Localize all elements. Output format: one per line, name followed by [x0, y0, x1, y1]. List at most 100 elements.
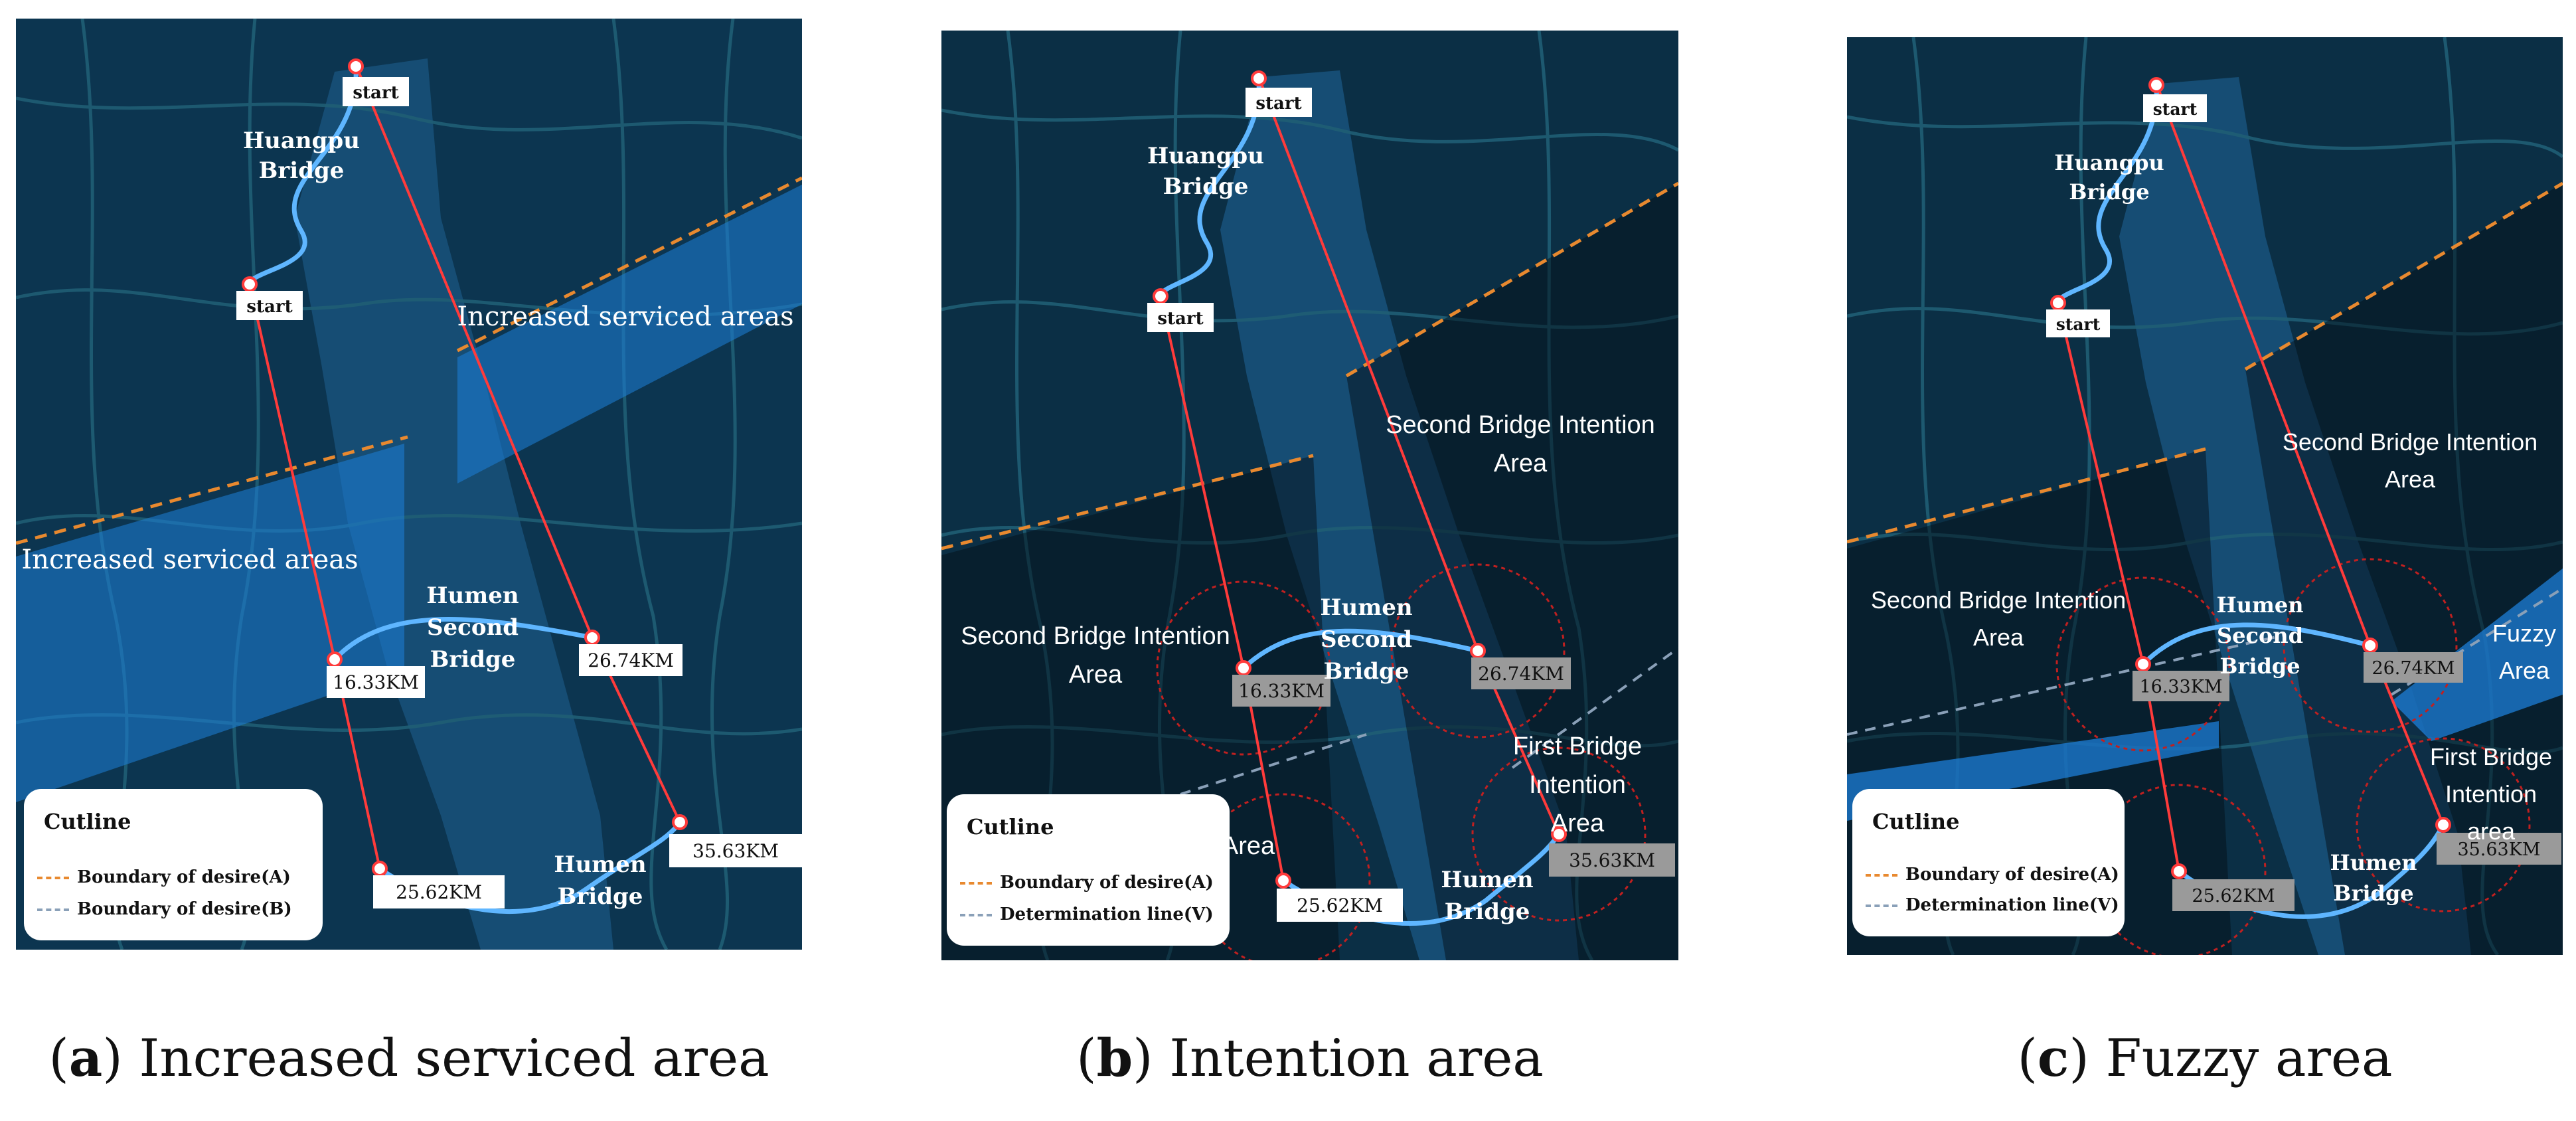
- route-line-top: [355, 64, 594, 638]
- cutline-title: Cutline: [44, 809, 131, 834]
- label-distance-16: 16.33KM: [1238, 680, 1325, 702]
- area-label-first-bridge-1: First Bridge: [1513, 733, 1642, 760]
- dash-swatch-a: [1866, 874, 1897, 877]
- fuzzy-area-right: [2391, 568, 2563, 741]
- boundary-line-a-top: [1345, 181, 1678, 378]
- determination-line-left: [1180, 733, 1367, 796]
- bridge-name-humen-1: Humen: [2330, 850, 2417, 875]
- humen-second-bridge-route: [1242, 628, 1479, 670]
- bridge-name-huangpu-2: Bridge: [1163, 173, 1249, 200]
- dash-swatch-b: [960, 914, 992, 916]
- marker-start-left: [242, 276, 258, 292]
- humen-second-bridge-route: [333, 616, 593, 661]
- label-start-left: start: [1157, 309, 1203, 329]
- caption-letter: a: [68, 1028, 103, 1088]
- bridge-names: Huangpu Bridge Humen Second Bridge Humen…: [243, 128, 647, 910]
- boundary-line-a-left: [1847, 447, 2206, 544]
- bridge-name-humen-1: Humen: [1441, 867, 1533, 893]
- cutline-legend-b: Cutline Boundary of desire(A) Determinat…: [947, 794, 1230, 946]
- map-panel-b: start start 16.33KM 26.74KM 25.62KM 35.6…: [941, 31, 1678, 960]
- determination-line-right: [2390, 587, 2563, 696]
- map-panel-a: start start 16.33KM 26.74KM 25.62KM 35.6…: [16, 19, 802, 950]
- label-distance-25: 25.62KM: [396, 881, 482, 903]
- bridge-names: Huangpu Bridge Humen Second Bridge Humen…: [2054, 150, 2417, 906]
- cutline-title: Cutline: [967, 814, 1054, 839]
- caption-b: (b) Intention area: [1076, 1028, 1544, 1088]
- label-boxes: start start 16.33KM 26.74KM 25.62KM 35.6…: [236, 77, 802, 908]
- bridge-name-humen-second-3: Bridge: [2219, 653, 2300, 679]
- bridge-name-huangpu-1: Huangpu: [1147, 143, 1264, 169]
- label-distance-25: 25.62KM: [2192, 886, 2275, 906]
- label-distance-35: 35.63KM: [692, 840, 779, 862]
- cutline-legend-a: Cutline Boundary of desire(A) Boundary o…: [24, 789, 323, 940]
- bridge-name-humen-2: Bridge: [558, 883, 643, 910]
- route-markers: [2050, 77, 2451, 879]
- cutline-legend-c: Cutline Boundary of desire(A) Determinat…: [1852, 789, 2125, 936]
- marker-25km: [372, 861, 388, 877]
- map-panel-c: start start 16.33KM 26.74KM 25.62KM 35.6…: [1847, 37, 2563, 955]
- area-label-fragment: Area: [1222, 832, 1275, 860]
- bridge-name-humen-second-1: Humen: [1320, 594, 1412, 621]
- label-distance-35: 35.63KM: [2457, 839, 2540, 860]
- huangpu-bridge-route: [247, 64, 359, 286]
- bridge-name-humen-2: Bridge: [1445, 899, 1530, 925]
- huangpu-bridge-route: [1158, 76, 1261, 298]
- boundary-line-a-left: [16, 435, 408, 545]
- intention-zone-right: [2245, 183, 2563, 955]
- label-boxes: start start 16.33KM 26.74KM 25.62KM 35.6…: [2046, 94, 2561, 911]
- cutline-item-a: Boundary of desire(A): [960, 873, 1214, 893]
- area-label-fuzzy-2: Area: [2499, 657, 2550, 684]
- bridge-name-humen-second-3: Bridge: [430, 646, 516, 673]
- label-distance-16: 16.33KM: [333, 671, 419, 693]
- cutline-item-b: Determination line(V): [960, 905, 1214, 924]
- area-label-top: Increased serviced areas: [457, 302, 793, 332]
- cutline-item-a: Boundary of desire(A): [37, 867, 291, 887]
- caption-letter: c: [2037, 1028, 2069, 1088]
- dash-swatch-b: [37, 908, 69, 911]
- boundary-line-a-left: [941, 454, 1314, 551]
- label-start-top: start: [1255, 94, 1301, 114]
- area-label-second-bridge-left-1: Second Bridge Intention: [961, 622, 1230, 650]
- label-boxes: start start 16.33KM 26.74KM 25.62KM 35.6…: [1147, 88, 1675, 922]
- area-label-first-bridge-2: Intention: [2445, 780, 2537, 808]
- label-distance-26: 26.74KM: [2372, 658, 2455, 679]
- label-distance-26: 26.74KM: [1478, 663, 1564, 685]
- bridge-name-humen-second-2: Second: [2217, 623, 2303, 648]
- cutline-item-b: Boundary of desire(B): [37, 899, 292, 919]
- huangpu-bridge-route: [2055, 83, 2159, 304]
- dash-swatch-a: [960, 882, 992, 885]
- area-label-second-bridge-right-1: Second Bridge Intention: [1386, 411, 1655, 439]
- bridge-name-huangpu-2: Bridge: [2069, 179, 2149, 205]
- label-distance-25: 25.62KM: [1297, 895, 1383, 916]
- area-label-second-bridge-right-1: Second Bridge Intention: [2283, 428, 2537, 456]
- area-label-first-bridge-3: area: [2467, 818, 2516, 845]
- caption-a: (a) Increased serviced area: [48, 1028, 769, 1088]
- bridge-name-humen-second-2: Second: [427, 614, 519, 641]
- area-label-second-bridge-right-2: Area: [2385, 466, 2436, 493]
- boundary-line-a-top: [2244, 181, 2563, 371]
- label-distance-35: 35.63KM: [1569, 849, 1655, 871]
- area-label-first-bridge-2: Intention: [1529, 771, 1626, 799]
- humen-second-bridge-route: [2141, 622, 2371, 666]
- bridge-name-humen-2: Bridge: [2333, 881, 2413, 906]
- area-label-first-bridge-3: Area: [1551, 810, 1605, 837]
- bridge-name-huangpu-1: Huangpu: [2054, 150, 2164, 175]
- label-distance-26: 26.74KM: [588, 649, 674, 671]
- caption-text: Increased serviced area: [139, 1029, 769, 1088]
- label-distance-16: 16.33KM: [2139, 677, 2222, 697]
- bridge-name-huangpu-1: Huangpu: [243, 128, 360, 154]
- dash-swatch-a: [37, 877, 69, 879]
- route-markers: [242, 58, 688, 877]
- bridge-name-humen-1: Humen: [554, 851, 646, 878]
- river-shape: [295, 58, 613, 950]
- caption-c: (c) Fuzzy area: [2017, 1028, 2393, 1088]
- determination-line-right: [1511, 647, 1678, 769]
- bridge-name-humen-second-1: Humen: [2217, 592, 2304, 618]
- cutline-item-b: Determination line(V): [1866, 895, 2119, 915]
- area-label-second-bridge-left-1: Second Bridge Intention: [1871, 586, 2126, 614]
- boundary-line-a-top: [456, 176, 802, 353]
- label-start-left: start: [246, 297, 292, 317]
- area-label-first-bridge-1: First Bridge: [2430, 743, 2552, 770]
- route-markers: [1153, 70, 1567, 889]
- area-label-left: Increased serviced areas: [21, 545, 358, 575]
